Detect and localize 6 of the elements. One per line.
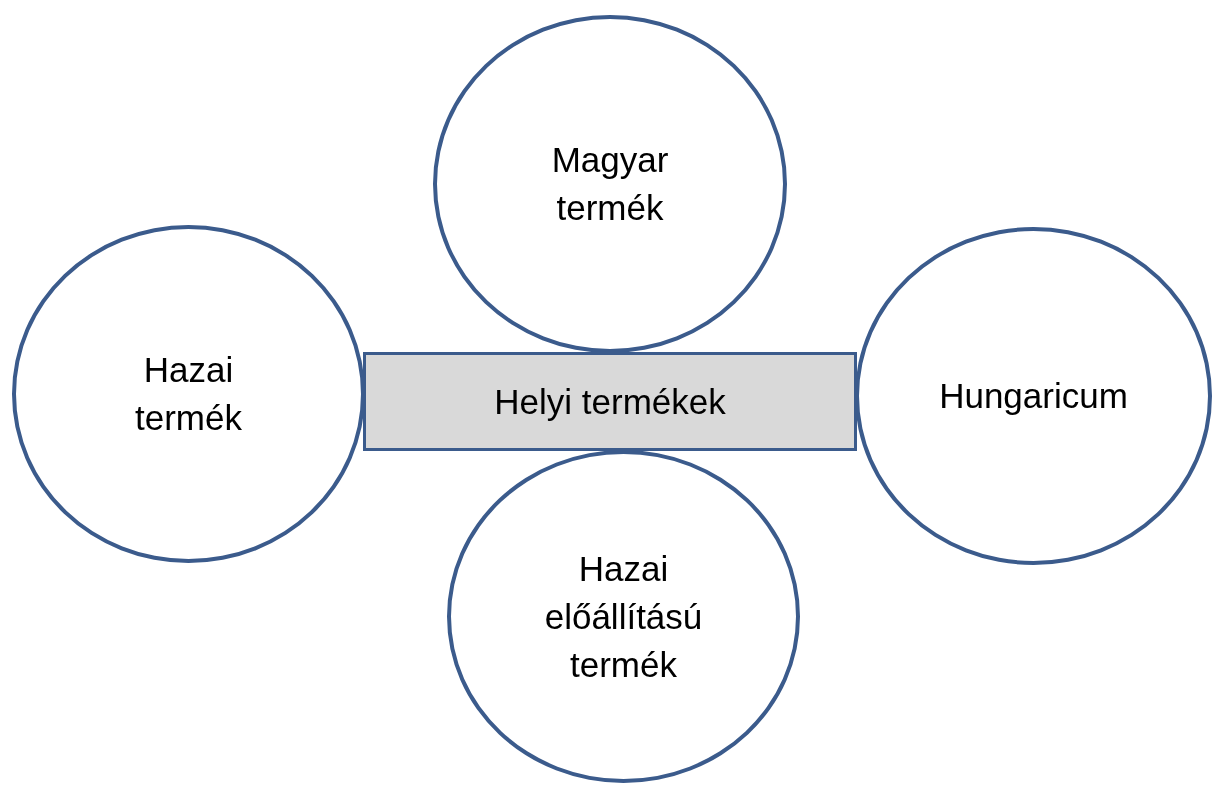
node-label: Hazai előállítású termék — [543, 547, 704, 686]
process-box — [363, 352, 857, 451]
node-label: Helyi termékek — [494, 380, 726, 423]
node-label: Hungaricum — [939, 375, 1128, 417]
node-label: Hazai termék — [134, 349, 243, 439]
node-label: Magyar termék — [550, 139, 670, 229]
